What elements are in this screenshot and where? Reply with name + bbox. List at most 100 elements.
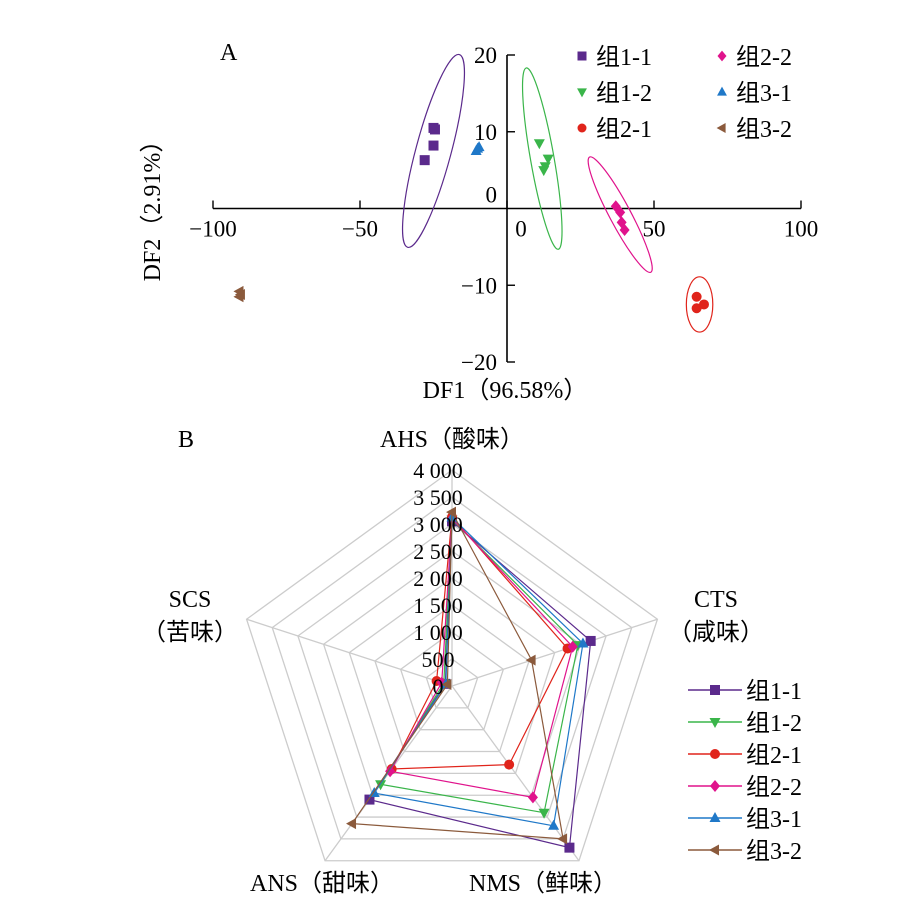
radar-series-line [390, 515, 569, 770]
radar-point [346, 818, 357, 830]
legend-label: 组3-1 [746, 806, 802, 833]
radar-tick-label: 0 [433, 674, 444, 699]
radar-point [538, 808, 550, 819]
y-tick-label: −10 [461, 273, 497, 298]
legend-marker [717, 86, 727, 96]
radar-category-label: AHS（酸味） [380, 426, 524, 453]
scatter-point [691, 291, 702, 302]
scatter-point [698, 299, 709, 310]
radar-point [548, 819, 560, 830]
x-axis-title: DF1（96.58%） [423, 378, 588, 404]
y-tick-label: −20 [461, 350, 497, 375]
radar-tick-label: 2 000 [413, 566, 463, 591]
scatter-point [542, 154, 554, 165]
radar-tick-label: 3 000 [413, 512, 463, 537]
legend-label: 组1-2 [746, 710, 802, 737]
y-tick-label: 20 [474, 43, 497, 68]
scatter-point [472, 142, 484, 153]
radar-tick-label: 500 [422, 647, 455, 672]
radar-grid-ring [245, 469, 659, 862]
radar-category-label: NMS（鲜味） [469, 870, 617, 897]
radar-point [577, 637, 589, 648]
radar-point [525, 654, 536, 666]
x-tick-label: 0 [515, 217, 527, 242]
radar-grid-ring [322, 550, 582, 796]
radar-point [375, 780, 387, 791]
scatter-point [533, 139, 545, 150]
confidence-ellipse [685, 276, 714, 333]
radar-point [567, 640, 578, 653]
legend-label: 组2-1 [746, 742, 802, 769]
scatter-point [538, 166, 550, 177]
legend-label: 组3-2 [736, 116, 792, 143]
radar-grid-ring [297, 523, 607, 818]
y-axis-title: DF2（2.91%） [140, 129, 166, 282]
legend-marker [717, 50, 727, 62]
radar-series-line [373, 516, 584, 827]
legend-label: 组2-2 [736, 44, 792, 71]
radar-series-line [379, 518, 579, 814]
radar-spoke [246, 618, 453, 687]
x-tick-label: 50 [643, 217, 666, 242]
radar-category-label: ANS（甜味） [250, 870, 394, 897]
legend-marker [709, 718, 721, 728]
radar-category-label: CTS [694, 587, 738, 613]
legend-marker [577, 88, 587, 98]
radar-spoke [451, 618, 658, 687]
radar-category-sublabel: （咸味） [668, 619, 764, 646]
radar-grid-ring [399, 631, 505, 731]
legend-marker [709, 812, 721, 822]
radar-grid-ring [271, 496, 633, 840]
radar-tick-label: 2 500 [413, 539, 463, 564]
legend-label: 组1-2 [596, 80, 652, 107]
x-tick-label: −100 [189, 217, 236, 242]
x-tick-label: −50 [342, 217, 378, 242]
radar-point [446, 506, 456, 518]
confidence-ellipse [587, 156, 653, 274]
radar-point [385, 765, 396, 778]
radar-point [504, 759, 515, 770]
radar-category-sublabel: （苦味） [142, 619, 238, 646]
radar-point [564, 842, 575, 853]
radar-point [441, 678, 452, 690]
scatter-point [419, 155, 430, 166]
legend-marker [716, 123, 726, 133]
legend-marker [577, 123, 587, 133]
radar-tick-label: 1 500 [413, 593, 463, 618]
y-tick-label: 0 [486, 183, 498, 208]
radar-tick-label: 1 000 [413, 620, 463, 645]
scatter-point [429, 124, 440, 135]
legend-label: 组3-2 [746, 838, 802, 865]
radar-spoke [451, 685, 580, 862]
legend-label: 组1-1 [746, 678, 802, 705]
radar-tick-label: 3 500 [413, 485, 463, 510]
confidence-ellipse [401, 53, 466, 249]
scatter-point [234, 288, 245, 300]
radar-point [585, 635, 596, 646]
radar-point [527, 791, 538, 804]
legend-marker [577, 51, 587, 61]
radar-category-label: SCS [169, 587, 212, 613]
radar-point [364, 794, 375, 805]
x-tick-label: 100 [784, 217, 819, 242]
radar-series-line [389, 517, 574, 799]
y-tick-label: 10 [474, 120, 497, 145]
legend-label: 组3-1 [736, 80, 792, 107]
scatter-point [428, 140, 439, 151]
radar-grid-ring [348, 577, 556, 775]
legend-marker [710, 749, 720, 759]
legend-label: 组1-1 [596, 44, 652, 71]
confidence-ellipse [521, 67, 563, 250]
radar-point [557, 833, 568, 845]
scatter-point [619, 223, 630, 236]
legend-marker [709, 844, 719, 856]
scatter-point [615, 206, 626, 219]
legend-marker [710, 685, 720, 695]
legend-label: 组2-1 [596, 116, 652, 143]
scatter-point [691, 303, 702, 314]
legend-label: 组2-2 [746, 774, 802, 801]
radar-grid-ring [425, 658, 479, 709]
